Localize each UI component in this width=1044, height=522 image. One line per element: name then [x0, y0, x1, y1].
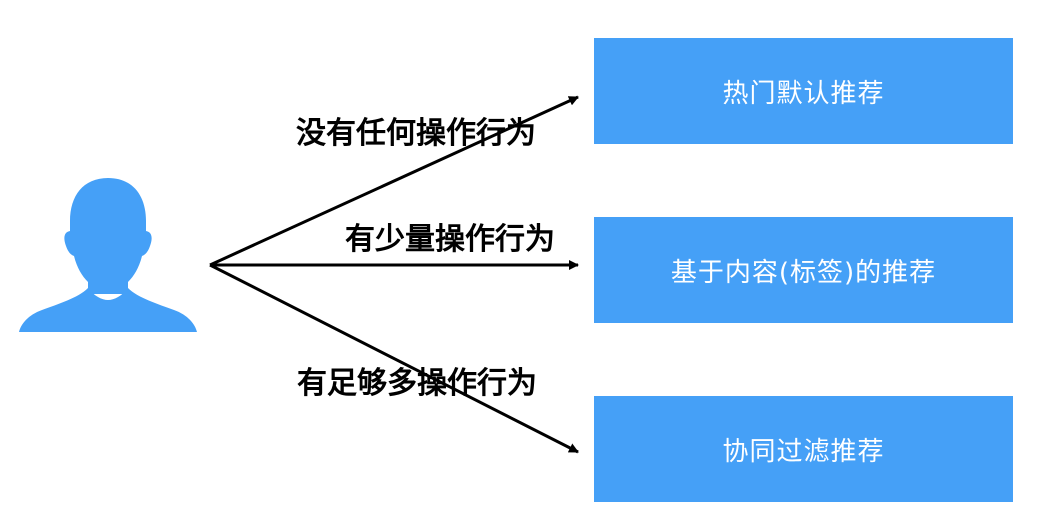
target-label-hot: 热门默认推荐: [722, 78, 885, 109]
target-label-content: 基于内容(标签)的推荐: [670, 257, 937, 288]
target-box-content-based: 基于内容(标签)的推荐: [594, 217, 1013, 323]
user-silhouette-icon: [19, 178, 197, 332]
arrow-to-hot: [209, 95, 579, 267]
edge-label-no-activity: 没有任何操作行为: [296, 116, 536, 151]
edge-label-few-activity: 有少量操作行为: [345, 222, 555, 257]
target-box-hot-default: 热门默认推荐: [594, 38, 1013, 144]
target-label-cf: 协同过滤推荐: [722, 436, 885, 467]
arrow-to-cf: [209, 263, 579, 454]
target-box-collaborative-filtering: 协同过滤推荐: [594, 396, 1013, 502]
edge-label-enough-activity: 有足够多操作行为: [297, 366, 537, 401]
